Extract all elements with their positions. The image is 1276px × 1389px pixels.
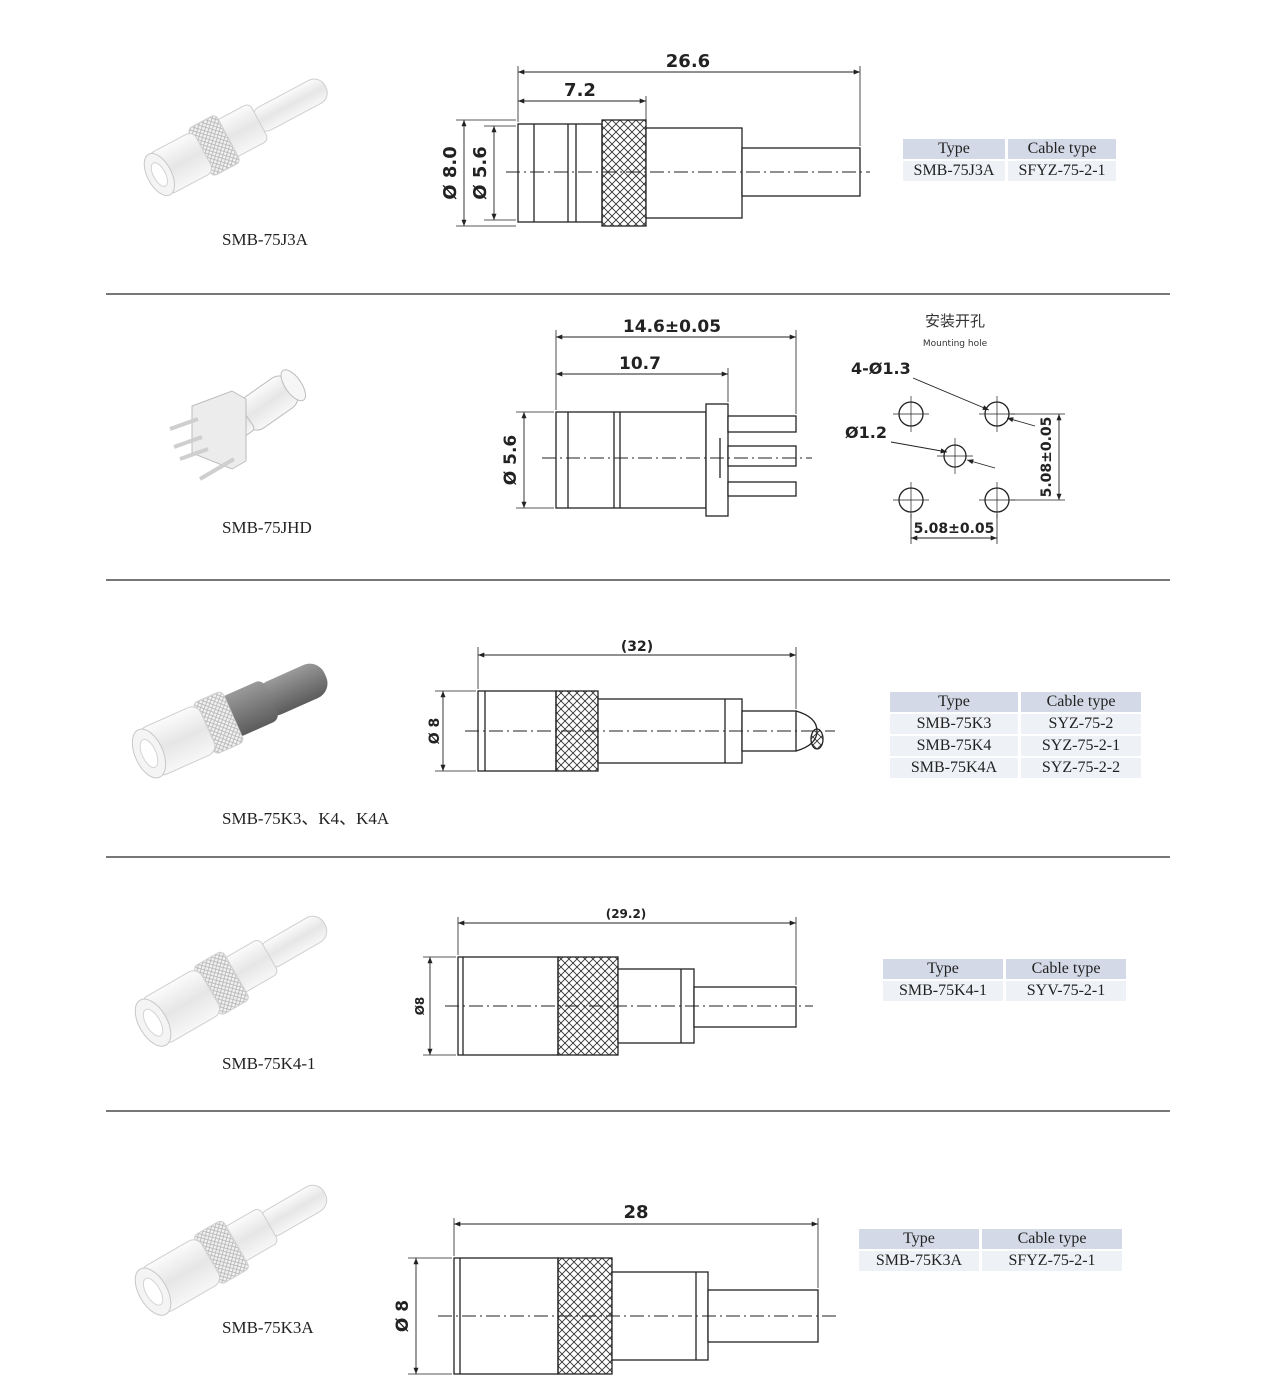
spec-table-smb-75j3a: Type Cable type SMB-75J3A SFYZ-75-2-1 bbox=[900, 137, 1119, 183]
spec-table-smb-75k3a: Type Cable type SMB-75K3A SFYZ-75-2-1 bbox=[856, 1227, 1125, 1273]
section-divider bbox=[106, 1110, 1170, 1112]
dim-overall-length: (32) bbox=[621, 639, 653, 655]
dimension-drawing-smb-75jhd: 14.6±0.05 10.7 Ø 5.6 bbox=[501, 317, 812, 517]
section-smb-75k4-1: SMB-75K4-1 (29.2) Ø8 Type Cable type SMB… bbox=[0, 859, 1276, 1111]
dim-horizontal-pitch: 5.08±0.05 bbox=[914, 521, 995, 537]
dim-overall-length: 14.6±0.05 bbox=[623, 317, 721, 337]
header-cable-type: Cable type bbox=[1008, 139, 1116, 159]
section-smb-75j3a: SMB-75J3A 26.6 7.2 Ø 8.0 Ø 5.6 bbox=[0, 0, 1276, 295]
cell-type: SMB-75K3A bbox=[859, 1251, 979, 1271]
product-caption: SMB-75K4-1 bbox=[222, 1054, 316, 1073]
dim-overall-length: (29.2) bbox=[606, 907, 647, 921]
dim-overall-length: 26.6 bbox=[666, 51, 710, 72]
dim-vertical-pitch: 5.08±0.05 bbox=[1039, 417, 1055, 498]
dim-front-length: 7.2 bbox=[564, 80, 596, 101]
dim-hole-count-diameter: 4-Ø1.3 bbox=[851, 359, 911, 378]
mounting-hole-diagram: 安装开孔 Mounting hole 4-Ø1.3 Ø1.2 5.08±0.05 bbox=[845, 312, 1065, 544]
cell-type: SMB-75K4A bbox=[890, 758, 1018, 778]
section-smb-75k3a: SMB-75K3A 28 Ø 8 Type Cable type SMB-75K… bbox=[0, 1113, 1276, 1389]
table-row: SMB-75K4A SYZ-75-2-2 bbox=[890, 758, 1141, 778]
cell-cable-type: SYZ-75-2-2 bbox=[1021, 758, 1141, 778]
spec-table-smb-75k4-1: Type Cable type SMB-75K4-1 SYV-75-2-1 bbox=[880, 957, 1129, 1003]
cell-cable-type: SYV-75-2-1 bbox=[1006, 981, 1126, 1001]
table-row: SMB-75K4 SYZ-75-2-1 bbox=[890, 736, 1141, 756]
cell-cable-type: SFYZ-75-2-1 bbox=[1008, 161, 1116, 181]
dim-overall-length: 28 bbox=[623, 1202, 648, 1223]
dimension-drawing-smb-75k4-1: (29.2) Ø8 bbox=[413, 907, 813, 1056]
section-divider bbox=[106, 293, 1170, 295]
product-caption: SMB-75K3A bbox=[222, 1318, 314, 1337]
dimension-drawing-smb-75k3a: 28 Ø 8 bbox=[393, 1202, 836, 1375]
header-cable-type: Cable type bbox=[982, 1229, 1122, 1249]
table-row: SMB-75K3A SFYZ-75-2-1 bbox=[859, 1251, 1122, 1271]
dim-diameter: Ø 8 bbox=[427, 718, 443, 745]
cell-cable-type: SYZ-75-2-1 bbox=[1021, 736, 1141, 756]
cell-type: SMB-75K3 bbox=[890, 714, 1018, 734]
dim-center-hole-diameter: Ø1.2 bbox=[845, 423, 887, 442]
dim-diameter: Ø8 bbox=[413, 997, 427, 1016]
product-photo-smb-75jhd bbox=[169, 369, 306, 481]
header-cable-type: Cable type bbox=[1006, 959, 1126, 979]
section-smb-75k3-k4-k4a: SMB-75K3、K4、K4A (32) Ø 8 Type Cable type… bbox=[0, 582, 1276, 857]
table-header-row: Type Cable type bbox=[883, 959, 1126, 979]
header-type: Type bbox=[890, 692, 1018, 712]
cell-type: SMB-75K4-1 bbox=[883, 981, 1003, 1001]
spec-table-smb-75k3: Type Cable type SMB-75K3 SYZ-75-2 SMB-75… bbox=[887, 690, 1144, 780]
product-photo-smb-75j3a bbox=[143, 78, 328, 197]
section-divider bbox=[106, 856, 1170, 858]
section-divider bbox=[106, 579, 1170, 581]
product-caption: SMB-75JHD bbox=[222, 518, 312, 537]
product-caption: SMB-75J3A bbox=[222, 230, 308, 249]
dim-outer-diameter: Ø 8.0 bbox=[440, 146, 461, 199]
dim-diameter: Ø 8 bbox=[393, 1300, 413, 1332]
header-type: Type bbox=[903, 139, 1005, 159]
product-photo-smb-75k4-1 bbox=[134, 915, 328, 1047]
table-header-row: Type Cable type bbox=[890, 692, 1141, 712]
product-caption: SMB-75K3、K4、K4A bbox=[222, 809, 390, 828]
table-header-row: Type Cable type bbox=[903, 139, 1116, 159]
table-row: SMB-75K4-1 SYV-75-2-1 bbox=[883, 981, 1126, 1001]
header-type: Type bbox=[859, 1229, 979, 1249]
header-cable-type: Cable type bbox=[1021, 692, 1141, 712]
product-photo-smb-75k3-k4-k4a bbox=[131, 663, 328, 779]
cell-type: SMB-75J3A bbox=[903, 161, 1005, 181]
section-smb-75jhd: SMB-75JHD 14.6±0.05 10.7 Ø 5.6 安装开孔 Moun… bbox=[0, 296, 1276, 581]
dim-inner-diameter: Ø 5.6 bbox=[470, 146, 491, 199]
dimension-drawing-smb-75j3a: 26.6 7.2 Ø 8.0 Ø 5.6 bbox=[440, 51, 870, 227]
dim-front-length: 10.7 bbox=[619, 354, 661, 374]
header-type: Type bbox=[883, 959, 1003, 979]
dimension-drawing-smb-75k3: (32) Ø 8 bbox=[427, 639, 835, 772]
dim-diameter: Ø 5.6 bbox=[501, 435, 521, 486]
mounting-title-cn: 安装开孔 bbox=[925, 312, 985, 330]
mounting-title-en: Mounting hole bbox=[923, 339, 988, 349]
table-row: SMB-75K3 SYZ-75-2 bbox=[890, 714, 1141, 734]
table-header-row: Type Cable type bbox=[859, 1229, 1122, 1249]
product-photo-smb-75k3a bbox=[134, 1184, 328, 1316]
cell-type: SMB-75K4 bbox=[890, 736, 1018, 756]
cell-cable-type: SYZ-75-2 bbox=[1021, 714, 1141, 734]
cell-cable-type: SFYZ-75-2-1 bbox=[982, 1251, 1122, 1271]
table-row: SMB-75J3A SFYZ-75-2-1 bbox=[903, 161, 1116, 181]
